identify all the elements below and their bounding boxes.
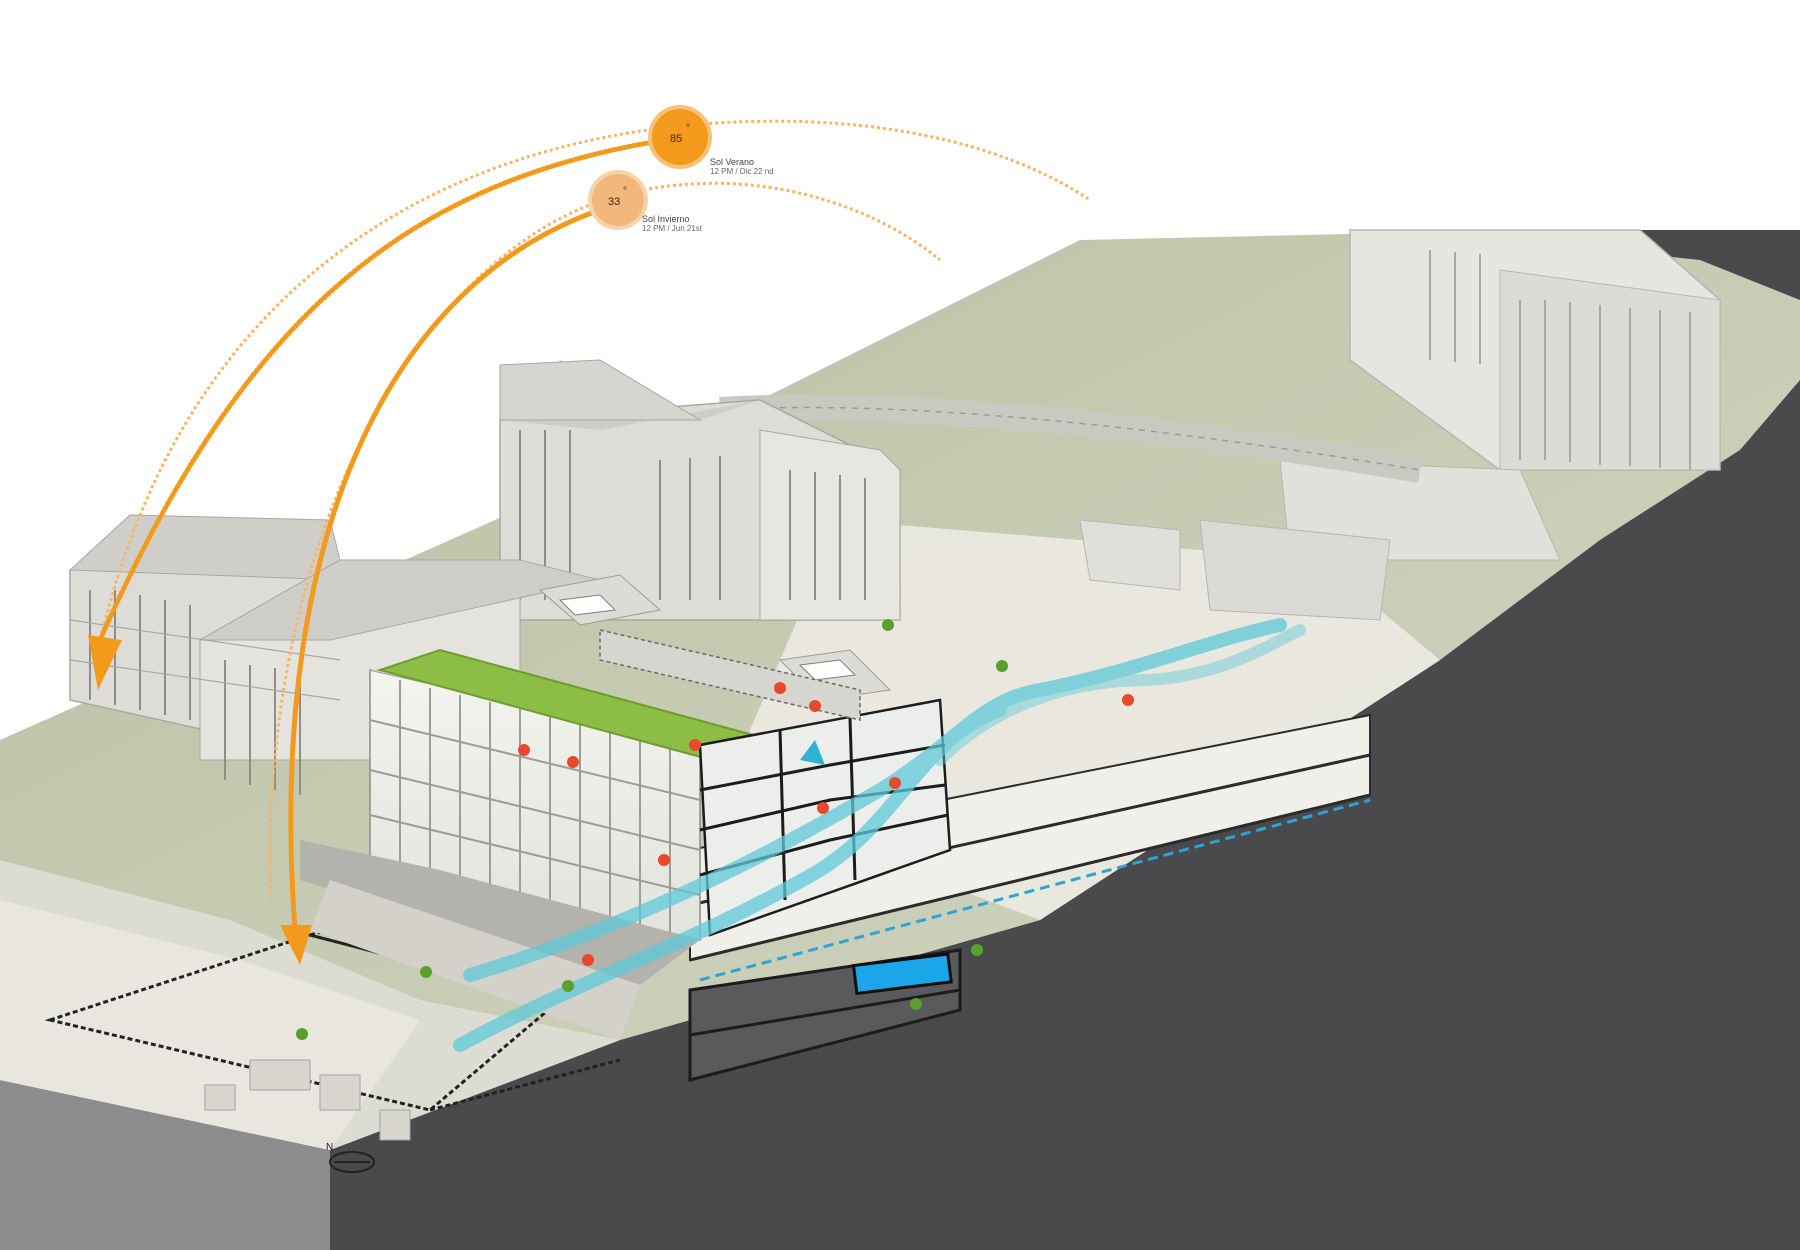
sun-circle-icon [588, 170, 648, 230]
callout-dot-icon [889, 777, 901, 789]
rear-building-right [1079, 229, 1721, 621]
callout-dot-icon [567, 756, 579, 768]
sun-summer-subtitle: 12 PM / Dic 22 nd [710, 167, 774, 176]
callout-dot-icon [689, 739, 701, 751]
callout-dot-icon [658, 854, 670, 866]
sun-ray-arrow-icon [280, 925, 312, 965]
callout-dot-icon [817, 802, 829, 814]
north-arrow-icon: N [326, 1142, 375, 1173]
callout-dot-icon [582, 954, 594, 966]
water-pipe [699, 798, 1371, 982]
sun-arcs [93, 119, 1091, 901]
callout-dot-icon [774, 682, 786, 694]
sun-summer: 85 ° Sol Verano 12 PM / Dic 22 nd [648, 105, 774, 176]
airflow-paths [453, 618, 1306, 1052]
sun-rays [97, 137, 668, 933]
callout-dot-icon [420, 966, 432, 978]
callout-dot-icon [996, 660, 1008, 672]
sun-winter: 33 ° Sol Invierno 12 PM / Jun 21st [588, 170, 703, 233]
sun-summer-title: Sol Verano [710, 157, 754, 167]
svg-text:°: ° [623, 186, 627, 197]
section-floors [688, 713, 1371, 1082]
callout-dot-icon [971, 944, 983, 956]
callout-dot-icon [562, 980, 574, 992]
site-props [204, 1059, 411, 1141]
sun-winter-subtitle: 12 PM / Jun 21st [642, 224, 703, 233]
airflow-arrowhead [800, 740, 825, 765]
callout-dot-icon [910, 998, 922, 1010]
sun-ray-arrow-icon [88, 635, 122, 690]
callout-dot-icon [296, 1028, 308, 1040]
sun-circle-icon [648, 105, 712, 169]
sun-summer-angle: 85 [670, 133, 682, 145]
callout-dot-icon [809, 700, 821, 712]
north-label: N [326, 1142, 333, 1153]
ground-section [0, 230, 1800, 1250]
sun-winter-angle: 33 [608, 196, 620, 208]
callout-dot-icon [1122, 694, 1134, 706]
svg-text:°: ° [686, 123, 690, 134]
water-tank [851, 952, 953, 996]
sun-winter-title: Sol Invierno [642, 214, 690, 224]
callout-markers [296, 619, 1134, 1040]
callout-dot-icon [518, 744, 530, 756]
callout-dot-icon [882, 619, 894, 631]
